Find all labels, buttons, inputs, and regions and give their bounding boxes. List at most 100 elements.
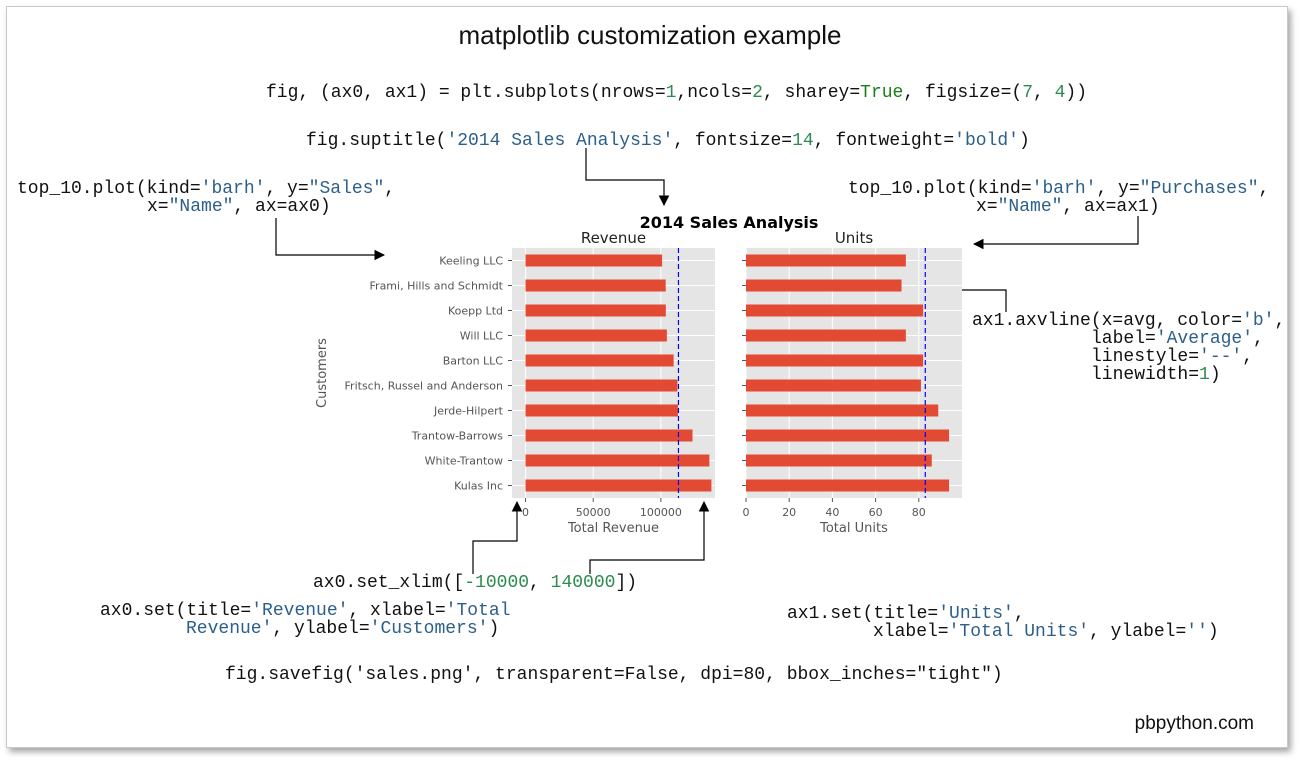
code-text: , [1253, 329, 1264, 349]
code-string: 'Total Units' [948, 622, 1090, 642]
code-text: , y= [1096, 179, 1140, 199]
x-tick-label: 0 [743, 506, 750, 519]
code-number: 2 [752, 83, 763, 103]
code-text: ax1.set(title= [787, 604, 939, 624]
code-set-ax0-line2: Revenue', ylabel='Customers') [186, 620, 499, 638]
code-string: "Name" [168, 197, 234, 217]
code-plot-ax1-line1: top_10.plot(kind='barh', y="Purchases", [848, 180, 1269, 198]
code-number: 4 [1054, 83, 1066, 103]
x-tick-label: 0 [522, 506, 529, 519]
code-string: "Purchases" [1139, 179, 1259, 199]
code-set-ax1-line2: xlabel='Total Units', ylabel='') [873, 623, 1219, 641]
bar [525, 479, 712, 492]
y-tick-label: Keeling LLC [439, 255, 503, 268]
x-tick-label: 60 [869, 506, 883, 519]
code-text: ax1.axvline(x=avg, color= [972, 311, 1243, 331]
code-plot-ax1-line2: x="Name", ax=ax1) [976, 198, 1160, 216]
code-text: linewidth= [1091, 365, 1200, 385]
code-suptitle: fig.suptitle('2014 Sales Analysis', font… [306, 132, 1030, 150]
code-savefig: fig.savefig('sales.png', transparent=Fal… [225, 665, 1003, 685]
code-text: , [384, 179, 396, 199]
code-text: top_10.plot(kind= [848, 179, 1032, 199]
bar [746, 254, 906, 267]
code-text: , [529, 573, 551, 593]
code-string: "Sales" [308, 179, 385, 199]
y-axis-label: Customers [315, 338, 330, 408]
code-text: , xlabel= [348, 601, 446, 621]
x-axis-label: Total Units [819, 521, 888, 536]
code-text: , ax=ax1) [1062, 197, 1160, 217]
code-text: , fontsize= [673, 131, 793, 151]
bar [525, 304, 666, 317]
code-number: 140000 [550, 573, 616, 593]
code-text: ,ncols= [676, 83, 753, 103]
code-number: 1 [1199, 365, 1210, 385]
code-axvline-line4: linewidth=1) [1091, 366, 1221, 384]
code-text: , [1274, 311, 1286, 331]
code-text: ) [1018, 131, 1030, 151]
code-string: '' [1186, 622, 1208, 642]
bar [525, 404, 678, 417]
chart-suptitle: 2014 Sales Analysis [640, 213, 819, 232]
code-text: ]) [615, 573, 638, 593]
x-axis-label: Total Revenue [567, 521, 659, 536]
code-string: 'Units' [938, 604, 1014, 624]
code-string: '--' [1199, 347, 1243, 367]
code-plot-ax0-line1: top_10.plot(kind='barh', y="Sales", [17, 180, 395, 198]
axes-title: Revenue [581, 229, 646, 247]
code-text: x= [147, 197, 169, 217]
bar [746, 454, 932, 467]
code-text: , [1258, 179, 1270, 199]
page-title: matplotlib customization example [458, 20, 842, 50]
bar [525, 379, 678, 392]
bar [746, 429, 950, 442]
x-tick-label: 100000 [640, 506, 682, 519]
code-subplots: fig, (ax0, ax1) = plt.subplots(nrows=1,n… [266, 84, 1087, 102]
arrow-plot-ax1 [972, 216, 1139, 250]
code-number: 1 [665, 83, 677, 103]
code-text: x= [976, 197, 998, 217]
bar [525, 354, 674, 367]
code-text: fig.suptitle( [306, 131, 447, 151]
code-axvline-line1: ax1.axvline(x=avg, color='b', [972, 312, 1285, 330]
code-string: 'Average' [1155, 329, 1254, 349]
bar [746, 479, 950, 492]
code-string: 'barh' [1031, 179, 1097, 199]
code-text: , ax=ax0) [233, 197, 331, 217]
y-tick-label: Frami, Hills and Schmidt [370, 280, 504, 293]
bar [746, 279, 902, 292]
y-tick-label: Trantow-Barrows [411, 430, 504, 443]
bar [525, 279, 666, 292]
x-tick-label: 20 [782, 506, 796, 519]
bar [525, 454, 710, 467]
code-text: ) [488, 619, 500, 639]
code-text: , figsize=( [903, 83, 1023, 103]
code-text: , sharey= [762, 83, 861, 103]
arrow-plot-ax0 [275, 218, 386, 261]
code-axvline-line3: linestyle='--', [1091, 348, 1253, 366]
code-text: , [1242, 347, 1254, 367]
code-set-ax1-line1: ax1.set(title='Units', [787, 605, 1025, 623]
code-text: ) [1209, 365, 1221, 385]
code-string: "Name" [997, 197, 1063, 217]
code-keyword: True [860, 83, 904, 103]
code-string: 'Customers' [369, 619, 489, 639]
bar [525, 329, 667, 342]
bar [525, 429, 693, 442]
bar [525, 254, 663, 267]
y-tick-label: Koepp Ltd [448, 305, 503, 318]
code-text: fig, (ax0, ax1) = plt.subplots(nrows= [266, 83, 666, 103]
bar [746, 304, 924, 317]
code-string: '2014 Sales Analysis' [446, 131, 674, 151]
code-text: )) [1065, 83, 1088, 103]
code-axvline-line2: label='Average', [1091, 330, 1264, 348]
code-string: 'bold' [954, 131, 1019, 151]
y-tick-label: Jerde-Hilpert [433, 405, 504, 418]
site-credit: pbpython.com [1134, 713, 1254, 734]
x-tick-label: 80 [912, 506, 926, 519]
code-text: top_10.plot(kind= [17, 179, 201, 199]
code-text: ax0.set_xlim([ [313, 573, 465, 593]
code-text: , fontweight= [813, 131, 955, 151]
